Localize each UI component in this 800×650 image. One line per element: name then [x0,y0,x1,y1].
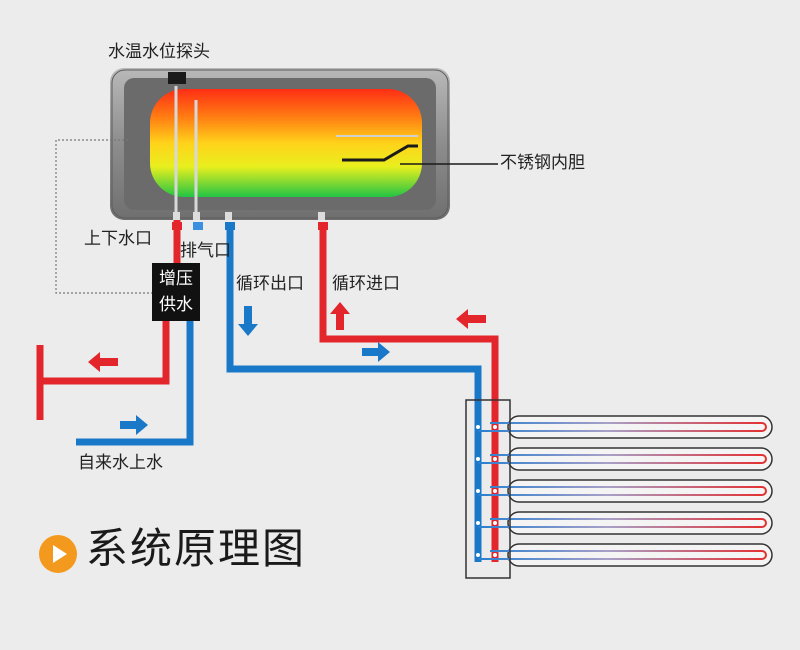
liner-label: 不锈钢内胆 [500,153,585,173]
vacuum-tube [478,543,773,567]
loop-outlet-pipe [225,222,482,562]
water-tank [110,68,450,220]
page-title: 系统原理图 [86,524,307,573]
arrow-up-icon [330,302,350,330]
arrow-left-icon [456,309,486,329]
play-icon [39,535,77,573]
arrow-down-icon [238,306,258,336]
vacuum-tube [478,415,773,439]
booster-pump: 增压 供水 [152,263,200,321]
vacuum-tube [478,479,773,503]
booster-label-1: 增压 [159,269,193,289]
vacuum-tube [478,511,773,535]
vent-nozzle [193,222,203,230]
vacuum-tube [478,447,773,471]
loop-inlet-label: 循环进口 [332,274,400,294]
tap-water-label: 自来水上水 [78,453,163,473]
arrow-right-icon [362,342,390,362]
probe-label: 水温水位探头 [108,42,210,62]
booster-label-2: 供水 [159,295,193,315]
collector-header [465,399,511,579]
probe-dotted-line [55,139,152,294]
solar-collector [465,399,773,579]
vent-label: 排气口 [180,241,231,261]
stainless-liner [150,89,422,197]
loop-outlet-label: 循环出口 [236,274,304,294]
inlet-outlet-label: 上下水口 [84,229,152,249]
loop-inlet-pipe [318,222,499,562]
tap-water-pipe [76,321,194,446]
arrow-left-icon [88,352,118,372]
probe-block [168,72,186,84]
arrow-right-icon [120,415,148,435]
